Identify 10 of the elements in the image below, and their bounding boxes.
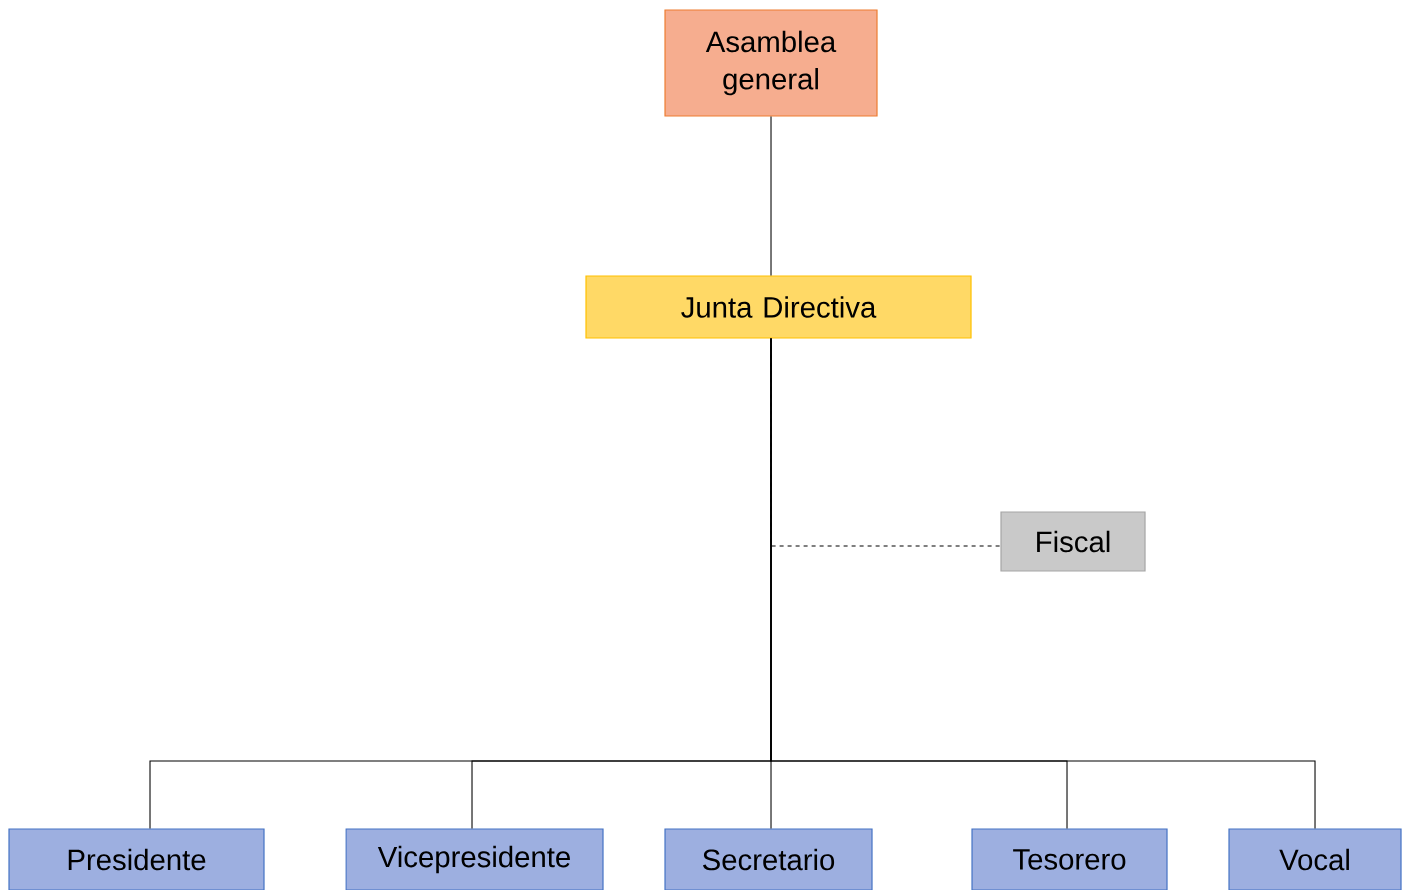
assembly-box: Asamblea general — [664, 9, 878, 117]
role-box: Vicepresidente — [345, 828, 604, 890]
connector-line — [770, 116, 772, 276]
board-box: Junta Directiva — [585, 275, 972, 339]
connector-line — [770, 338, 1316, 829]
role-box: Vocal — [1228, 828, 1402, 890]
role-box: Secretario — [664, 828, 873, 890]
side-box: Fiscal — [1000, 511, 1146, 572]
role-box: Tesorero — [971, 828, 1168, 890]
role-box: Presidente — [8, 828, 265, 890]
